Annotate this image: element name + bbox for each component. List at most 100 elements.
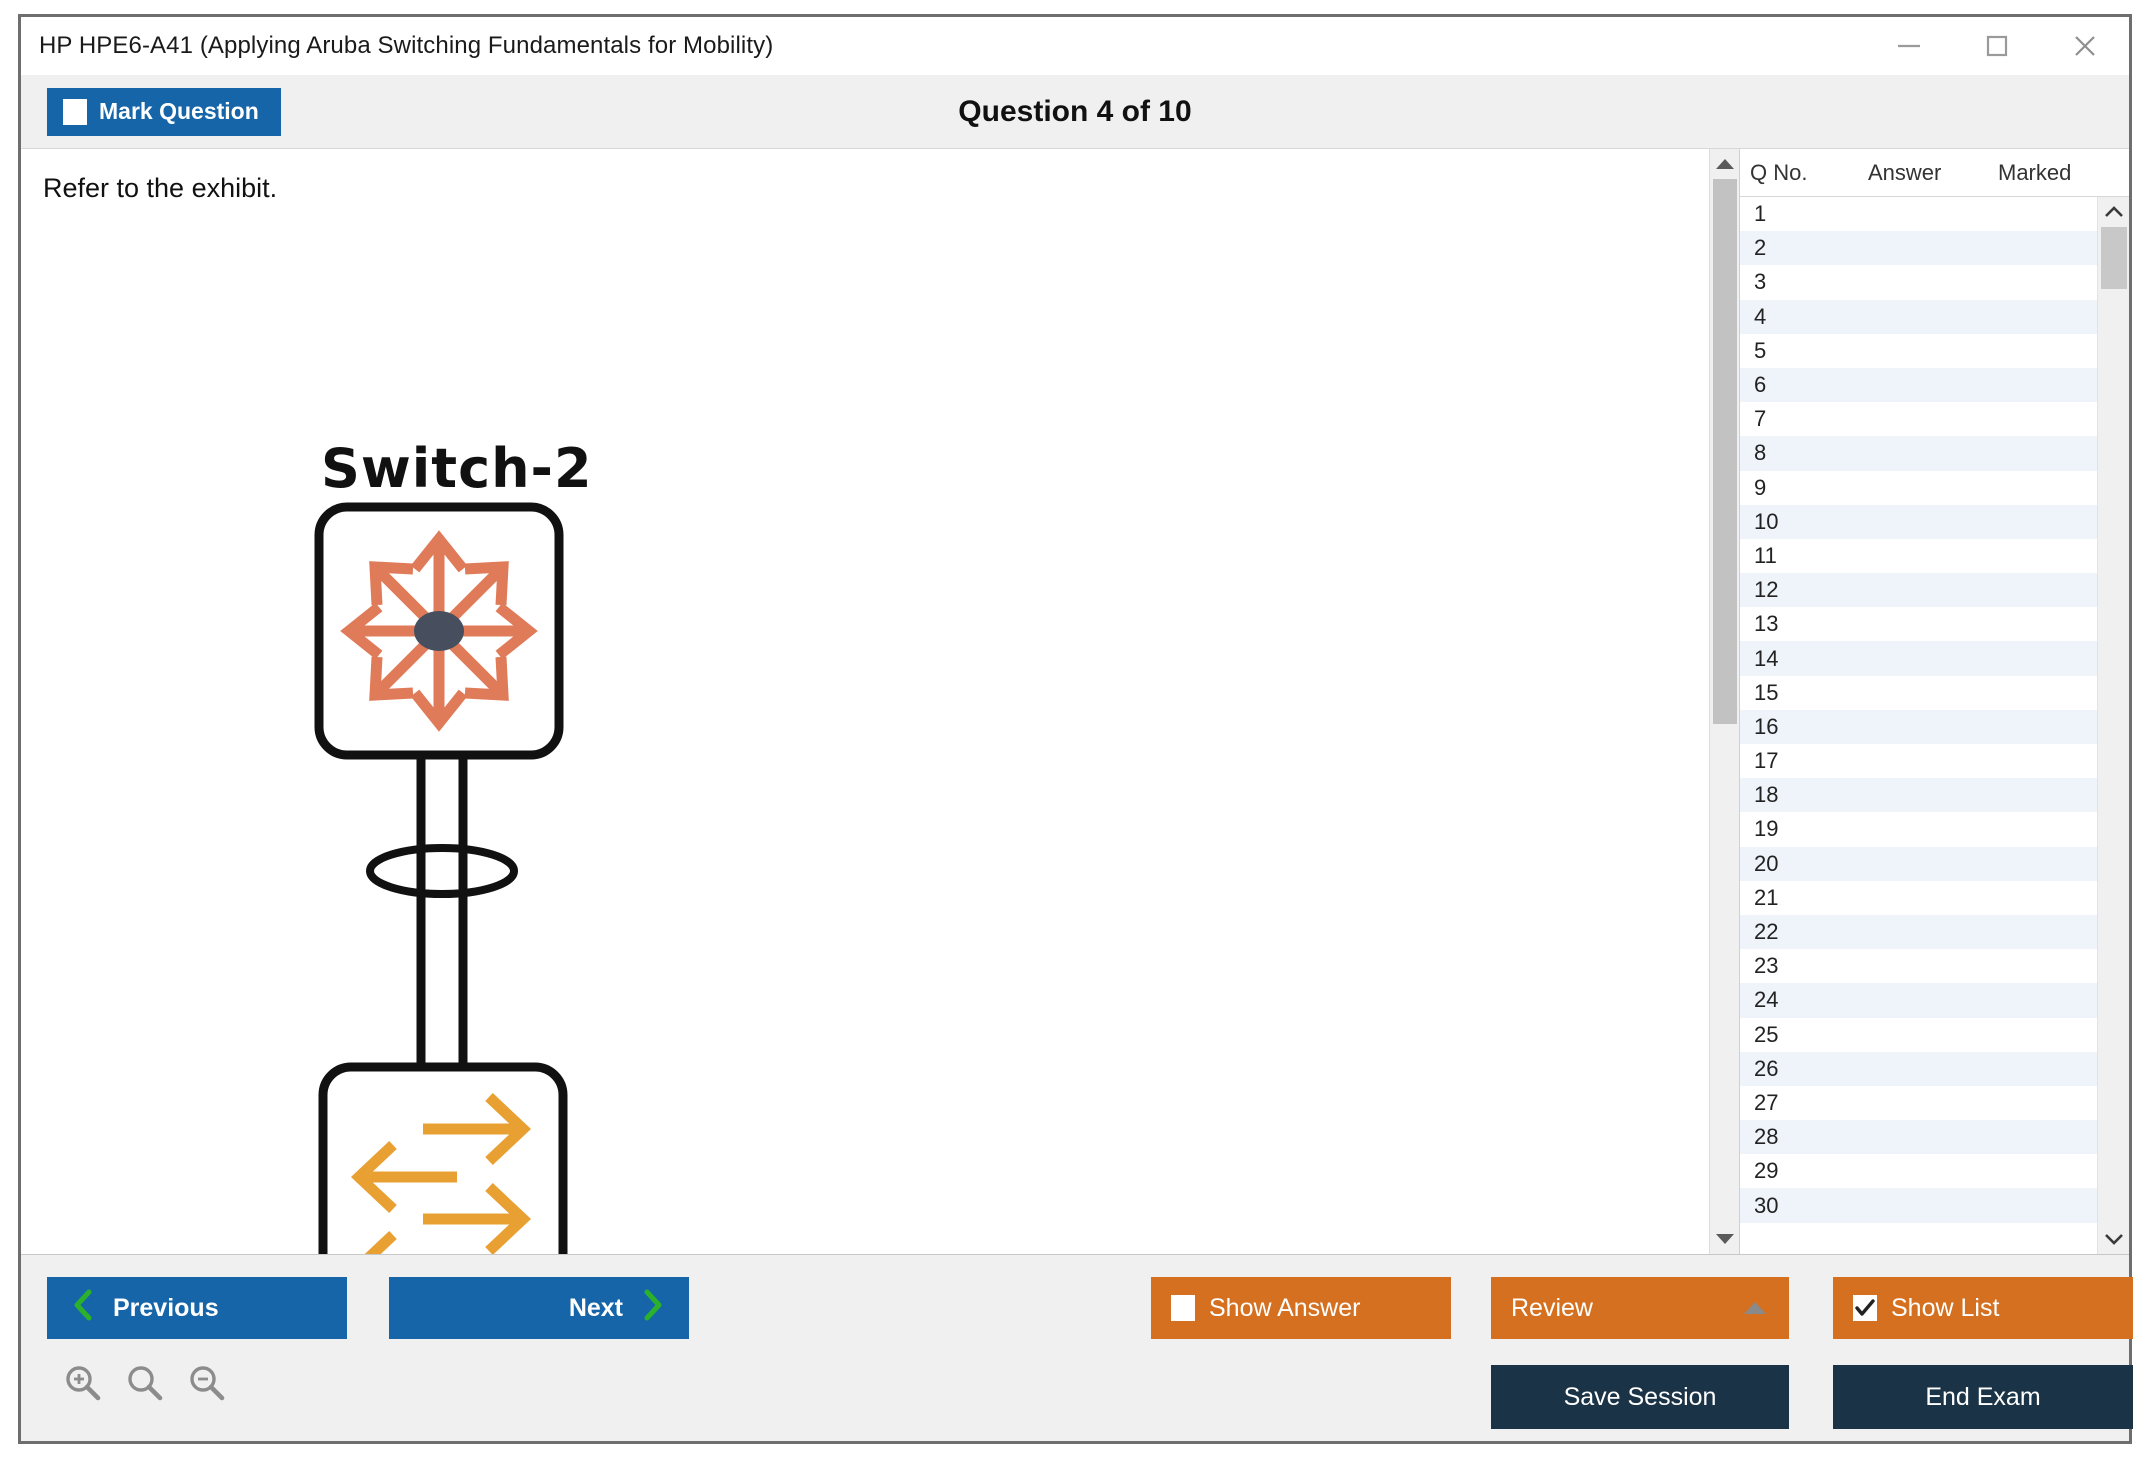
table-row[interactable]: 20	[1740, 846, 2097, 881]
next-label: Next	[568, 1293, 623, 1322]
cell-qno: 25	[1754, 1021, 1779, 1047]
cell-qno: 28	[1754, 1124, 1779, 1150]
cell-qno: 7	[1754, 406, 1767, 432]
cell-qno: 19	[1754, 816, 1779, 842]
end-exam-button[interactable]: End Exam	[1833, 1365, 2133, 1429]
question-prompt: Refer to the exhibit.	[43, 173, 278, 203]
switch-bidirectional-arrows-icon	[318, 1062, 568, 1254]
question-pane-scrollbar[interactable]	[1709, 149, 1739, 1254]
zoom-reset-icon[interactable]	[125, 1363, 165, 1408]
table-row[interactable]: 14	[1740, 641, 2097, 676]
exam-application-window: HP HPE6-A41 (Applying Aruba Switching Fu…	[18, 14, 2133, 1444]
column-header-qno: Q No.	[1750, 159, 1808, 185]
mark-question-button[interactable]: Mark Question	[47, 87, 281, 136]
cell-qno: 23	[1754, 953, 1779, 979]
table-row[interactable]: 30	[1740, 1188, 2097, 1223]
table-row[interactable]: 22	[1740, 914, 2097, 950]
column-header-answer: Answer	[1868, 159, 1942, 185]
body-split: Refer to the exhibit. Switch-2	[21, 149, 2129, 1255]
show-list-button[interactable]: Show List	[1833, 1277, 2133, 1339]
table-row[interactable]: 7	[1740, 402, 2097, 437]
table-row[interactable]: 19	[1740, 812, 2097, 847]
show-list-checkbox[interactable]	[1853, 1295, 1877, 1321]
table-row[interactable]: 9	[1740, 470, 2097, 505]
cell-qno: 4	[1754, 303, 1767, 329]
maximize-icon[interactable]	[1953, 17, 2041, 74]
window-title: HP HPE6-A41 (Applying Aruba Switching Fu…	[39, 31, 774, 59]
zoom-out-icon[interactable]	[187, 1363, 227, 1408]
exhibit-image: Switch-2	[311, 429, 651, 1254]
table-row[interactable]: 29	[1740, 1154, 2097, 1189]
cell-qno: 13	[1754, 611, 1779, 637]
cell-qno: 1	[1754, 201, 1767, 227]
table-row[interactable]: 25	[1740, 1017, 2097, 1052]
mark-question-label: Mark Question	[99, 98, 259, 124]
question-list-scrollbar[interactable]	[2097, 197, 2129, 1254]
cell-qno: 16	[1754, 713, 1779, 739]
table-row[interactable]: 18	[1740, 778, 2097, 813]
cell-qno: 27	[1754, 1089, 1779, 1115]
cell-qno: 8	[1754, 440, 1767, 466]
cell-qno: 20	[1754, 850, 1779, 876]
previous-button[interactable]: Previous	[47, 1277, 347, 1339]
table-row[interactable]: 6	[1740, 367, 2097, 403]
table-row[interactable]: 15	[1740, 675, 2097, 710]
cell-qno: 15	[1754, 679, 1779, 705]
next-button[interactable]: Next	[389, 1277, 689, 1339]
table-row[interactable]: 4	[1740, 299, 2097, 334]
review-dropdown-button[interactable]: Review	[1491, 1277, 1789, 1339]
table-row[interactable]: 16	[1740, 709, 2097, 744]
scroll-up-icon[interactable]	[1710, 151, 1739, 177]
review-label: Review	[1511, 1293, 1593, 1322]
cell-qno: 12	[1754, 577, 1779, 603]
cell-qno: 14	[1754, 645, 1779, 671]
close-icon[interactable]	[2041, 17, 2129, 74]
column-header-marked: Marked	[1998, 159, 2072, 185]
table-row[interactable]: 24	[1740, 983, 2097, 1018]
cell-qno: 22	[1754, 919, 1779, 945]
minimize-icon[interactable]	[1865, 17, 1953, 74]
cell-qno: 3	[1754, 269, 1767, 295]
window-controls	[1865, 17, 2129, 74]
zoom-in-icon[interactable]	[63, 1363, 103, 1408]
cell-qno: 24	[1754, 987, 1779, 1013]
show-answer-checkbox[interactable]	[1171, 1295, 1195, 1321]
cell-qno: 2	[1754, 235, 1767, 261]
table-row[interactable]: 3	[1740, 265, 2097, 300]
table-row[interactable]: 10	[1740, 504, 2097, 539]
show-list-label: Show List	[1891, 1293, 2000, 1322]
table-row[interactable]: 28	[1740, 1120, 2097, 1155]
scrollbar-thumb[interactable]	[1713, 179, 1737, 724]
list-scroll-down-icon[interactable]	[2098, 1226, 2129, 1252]
cell-qno: 6	[1754, 372, 1767, 398]
table-row[interactable]: 8	[1740, 436, 2097, 471]
list-scrollbar-thumb[interactable]	[2101, 227, 2127, 289]
question-counter: Question 4 of 10	[958, 94, 1192, 128]
list-scroll-up-icon[interactable]	[2098, 199, 2129, 225]
end-exam-label: End Exam	[1925, 1382, 2041, 1411]
question-list-header: Q No. Answer Marked	[1740, 149, 2129, 197]
cell-qno: 9	[1754, 474, 1767, 500]
save-session-button[interactable]: Save Session	[1491, 1365, 1789, 1429]
table-row[interactable]: 23	[1740, 949, 2097, 984]
mark-question-checkbox[interactable]	[63, 98, 87, 125]
table-row[interactable]: 11	[1740, 538, 2097, 574]
cell-qno: 21	[1754, 884, 1779, 910]
scroll-down-icon[interactable]	[1710, 1226, 1739, 1252]
table-row[interactable]: 13	[1740, 607, 2097, 642]
table-row[interactable]: 1	[1740, 197, 2097, 232]
table-row[interactable]: 2	[1740, 231, 2097, 266]
table-row[interactable]: 21	[1740, 880, 2097, 915]
show-answer-button[interactable]: Show Answer	[1151, 1277, 1451, 1339]
previous-label: Previous	[113, 1293, 219, 1322]
table-row[interactable]: 17	[1740, 744, 2097, 779]
table-row[interactable]: 27	[1740, 1085, 2097, 1121]
table-row[interactable]: 12	[1740, 573, 2097, 608]
cell-qno: 11	[1754, 542, 1777, 568]
table-row[interactable]: 26	[1740, 1051, 2097, 1086]
table-row[interactable]: 5	[1740, 333, 2097, 368]
exhibit-device-top-label: Switch-2	[321, 437, 593, 500]
